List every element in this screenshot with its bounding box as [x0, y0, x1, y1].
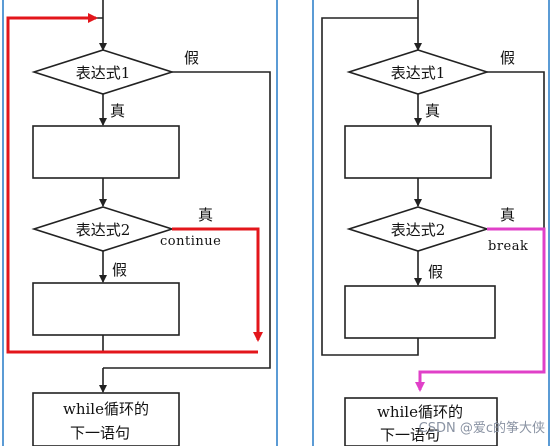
left-cond1-label: 表达式1	[76, 64, 131, 82]
right-false1-label: 假	[500, 49, 515, 67]
left-continue-keyword: continue	[160, 234, 221, 249]
loop-body-box-1	[32, 125, 180, 179]
right-cond2-label: 表达式2	[391, 221, 446, 239]
continue-path	[6, 13, 263, 354]
loop-body-box-2	[32, 282, 180, 336]
break-path	[415, 227, 546, 392]
right-true2-label: 真	[500, 206, 515, 224]
right-next-line2: 下一语句	[380, 426, 440, 444]
loop-back-line	[321, 17, 419, 356]
right-false2-label: 假	[428, 263, 443, 281]
false-exit-line	[103, 71, 271, 369]
break-jump-arrow	[415, 227, 546, 392]
continue-jump-arrow	[172, 227, 263, 342]
left-true1-label: 真	[110, 102, 125, 120]
watermark-text: CSDN @爱c的筝大侠	[419, 420, 545, 436]
right-next-line1: while循环的	[377, 403, 463, 421]
left-next-line1: while循环的	[63, 400, 149, 418]
left-false2-label: 假	[112, 261, 127, 279]
right-cond1-label: 表达式1	[391, 64, 446, 82]
left-next-line2: 下一语句	[70, 424, 130, 442]
right-true1-label: 真	[425, 102, 440, 120]
loop-body-box-1	[344, 125, 492, 179]
left-true2-label: 真	[198, 206, 213, 224]
continue-flowchart	[7, 0, 271, 446]
right-break-keyword: break	[488, 239, 528, 254]
next-statement-box	[344, 397, 498, 446]
left-cond2-label: 表达式2	[76, 221, 131, 239]
break-flowchart	[321, 0, 545, 446]
left-false1-label: 假	[184, 49, 199, 67]
next-statement-box	[32, 392, 180, 446]
loop-body-box-2	[344, 285, 496, 339]
continue-loop-arrow	[6, 13, 258, 354]
